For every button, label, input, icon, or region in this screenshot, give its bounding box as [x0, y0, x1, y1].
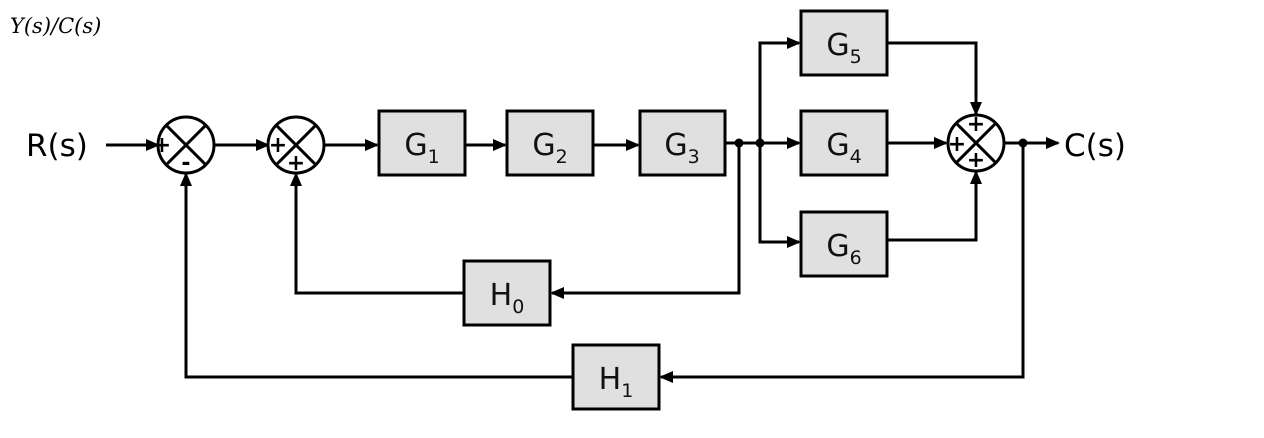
wire-branch-g5: [758, 37, 801, 143]
h1-main: H: [599, 362, 622, 397]
g2-sub: 2: [556, 146, 568, 168]
g6-main: G: [826, 229, 849, 264]
h0-sub: 0: [512, 296, 524, 318]
sum3-sign-bottom: +: [967, 148, 985, 173]
wire-h1-s1: [180, 172, 573, 379]
svg-text:H1: H1: [599, 362, 634, 402]
wire-g5-s3: [887, 41, 982, 116]
sum2-sign-left: +: [269, 133, 287, 158]
wire-g6-s3: [887, 170, 982, 242]
svg-text:G3: G3: [664, 128, 699, 168]
sum2-sign-bottom: +: [287, 151, 305, 176]
block-h1: H1: [571, 343, 661, 411]
svg-text:G2: G2: [532, 128, 567, 168]
sum1-sign-left: +: [153, 133, 171, 158]
g1-main: G: [404, 128, 427, 163]
svg-text:G1: G1: [404, 128, 439, 168]
block-g3: G3: [638, 109, 727, 177]
wire-h0-s2: [290, 172, 464, 295]
input-signal-label: R(s): [26, 128, 88, 164]
svg-text:G5: G5: [826, 28, 861, 68]
h1-sub: 1: [621, 380, 633, 402]
takeoff-point-h0: [734, 138, 744, 148]
sum3-sign-left: +: [948, 132, 966, 157]
g1-sub: 1: [428, 146, 440, 168]
block-g4: G4: [799, 109, 889, 177]
svg-text:G4: G4: [826, 128, 861, 168]
svg-text:G6: G6: [826, 229, 861, 269]
g3-sub: 3: [688, 146, 700, 168]
g5-sub: 5: [850, 46, 862, 68]
wire-to-h0: [550, 143, 741, 299]
h0-main: H: [490, 278, 513, 313]
summing-point-2: + +: [266, 115, 326, 176]
block-h0: H0: [462, 259, 552, 327]
g3-main: G: [664, 128, 687, 163]
takeoff-point-output: [1018, 138, 1028, 148]
sum3-sign-top: +: [967, 112, 985, 137]
block-g6: G6: [799, 210, 889, 278]
output-signal-label: C(s): [1064, 128, 1126, 164]
wire-branch-g6: [758, 143, 801, 248]
signal-wires: [106, 37, 1060, 383]
g5-main: G: [826, 28, 849, 63]
block-g5: G5: [799, 9, 889, 77]
diagram-title: Y(s)/C(s): [10, 14, 102, 38]
sum1-sign-bottom: -: [181, 151, 190, 176]
block-g2: G2: [505, 109, 595, 177]
g2-main: G: [532, 128, 555, 163]
svg-text:H0: H0: [490, 278, 525, 318]
takeoff-point-branch: [755, 138, 765, 148]
wire-to-h1: [659, 143, 1025, 383]
summing-point-1: + -: [153, 115, 216, 176]
g4-sub: 4: [850, 146, 862, 168]
block-g1: G1: [377, 109, 467, 177]
summing-point-3: + + +: [946, 112, 1006, 173]
g6-sub: 6: [850, 247, 862, 269]
g4-main: G: [826, 128, 849, 163]
